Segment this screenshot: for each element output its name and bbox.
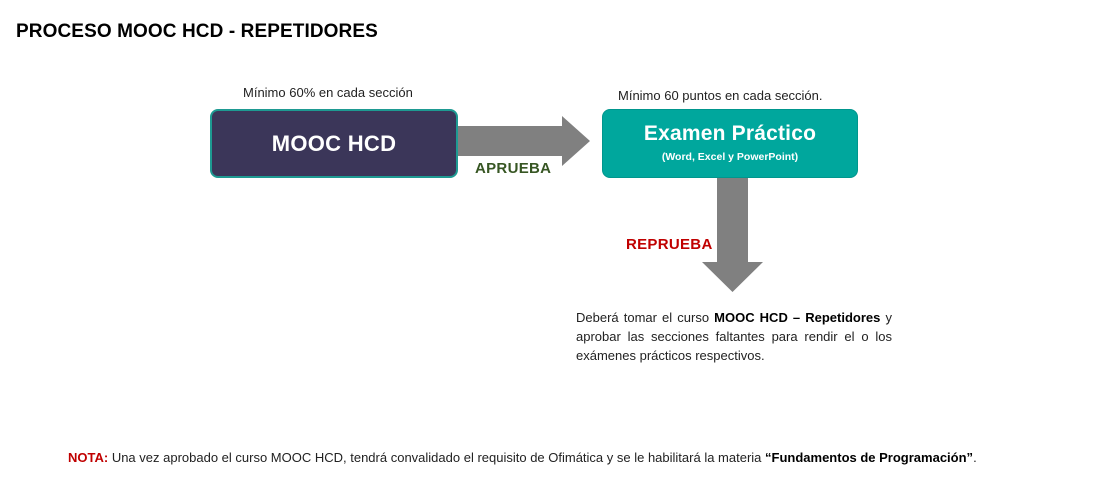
mooc-hcd-node: MOOC HCD bbox=[210, 109, 458, 178]
mooc-hcd-title: MOOC HCD bbox=[271, 130, 397, 156]
fail-arrow bbox=[702, 178, 763, 292]
arrow-right-icon bbox=[458, 116, 590, 166]
note-subject: “Fundamentos de Programación” bbox=[765, 450, 974, 465]
fail-label: REPRUEBA bbox=[626, 236, 713, 253]
instruction-prefix: Deberá tomar el curso bbox=[576, 310, 715, 325]
fail-arrow-shape bbox=[702, 178, 763, 292]
approve-arrow-shape bbox=[458, 116, 590, 166]
repeat-instruction: Deberá tomar el curso MOOC HCD – Repetid… bbox=[576, 308, 892, 365]
instruction-course: MOOC HCD – Repetidores bbox=[714, 310, 881, 325]
page-title: PROCESO MOOC HCD - REPETIDORES bbox=[16, 21, 378, 42]
note-end: . bbox=[973, 450, 977, 465]
mooc-caption: Mínimo 60% en cada sección bbox=[243, 85, 413, 100]
note-label: NOTA: bbox=[68, 450, 109, 465]
exam-caption: Mínimo 60 puntos en cada sección. bbox=[618, 88, 823, 103]
exam-practico-subtitle: (Word, Excel y PowerPoint) bbox=[661, 151, 799, 163]
approve-arrow bbox=[458, 116, 590, 166]
instruction-suffix: y aprobar las secciones faltantes para r… bbox=[576, 310, 892, 363]
note-text: Una vez aprobado el curso MOOC HCD, tend… bbox=[108, 450, 766, 465]
exam-practico-title: Examen Práctico bbox=[643, 122, 817, 145]
arrow-down-icon bbox=[702, 178, 763, 292]
approve-label: APRUEBA bbox=[475, 160, 552, 177]
footer-note: NOTA: Una vez aprobado el curso MOOC HCD… bbox=[68, 450, 977, 465]
exam-practico-node: Examen Práctico (Word, Excel y PowerPoin… bbox=[602, 109, 858, 178]
